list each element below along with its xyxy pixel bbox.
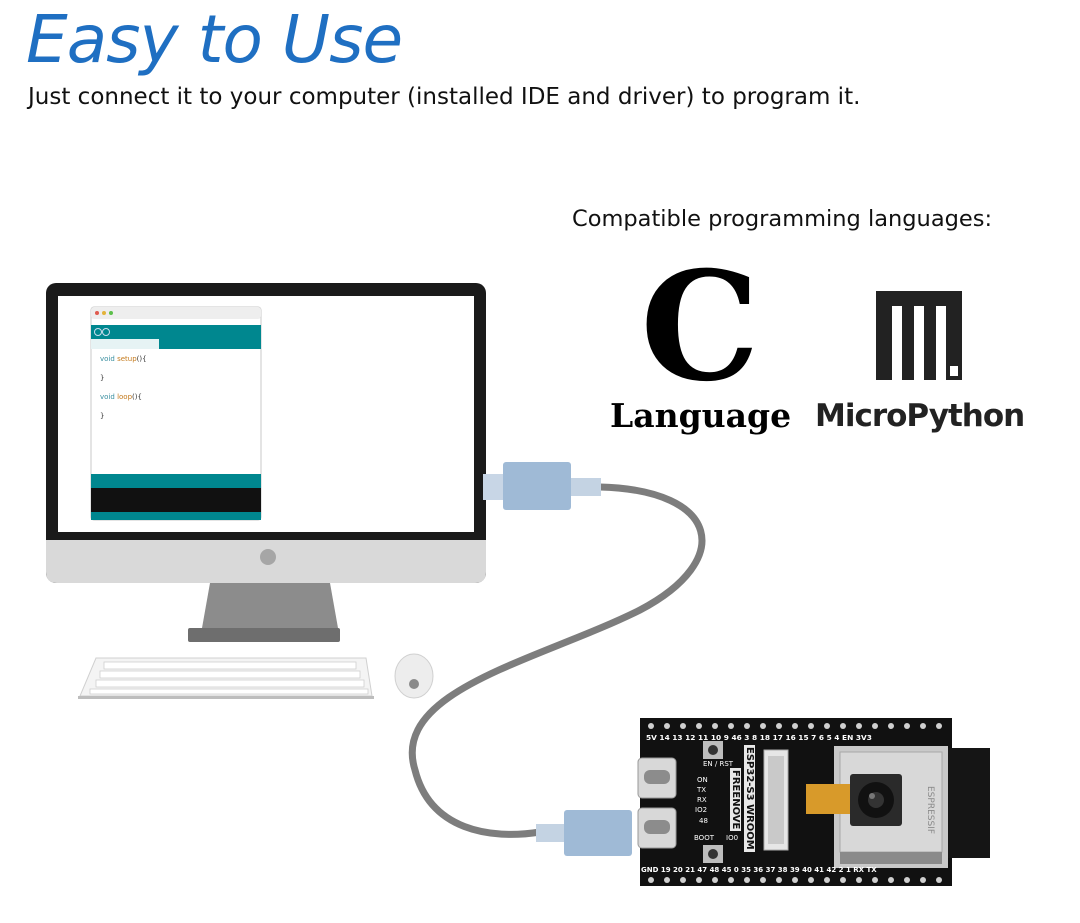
page-title: Easy to Use bbox=[26, 1, 403, 78]
led-rx-label: RX bbox=[697, 796, 707, 804]
board-model-label: ESP32-S3 WROOM bbox=[744, 745, 755, 852]
board-top-pin-labels: 5V 14 13 12 11 10 9 46 3 8 18 17 16 15 7… bbox=[646, 733, 872, 742]
code-line: void setup(){ bbox=[100, 355, 147, 363]
usb-a-connector bbox=[483, 462, 601, 510]
usb-c-connector bbox=[536, 810, 632, 856]
esp32-s3-board bbox=[637, 718, 990, 886]
c-language-logo: C bbox=[640, 239, 760, 415]
module-brand-label: ESPRESSIF bbox=[925, 786, 935, 835]
page-subtitle: Just connect it to your computer (instal… bbox=[28, 84, 861, 110]
languages-heading: Compatible programming languages: bbox=[572, 206, 993, 232]
code-line: } bbox=[100, 374, 105, 382]
board-bottom-pin-labels: GND 19 20 21 47 48 45 0 35 36 37 38 39 4… bbox=[641, 866, 877, 874]
board-brand-label: FREENOVE bbox=[730, 768, 741, 832]
led-on-label: ON bbox=[697, 776, 708, 784]
micropython-logo bbox=[876, 291, 962, 380]
usb-cable bbox=[408, 483, 706, 838]
code-line: void loop(){ bbox=[100, 393, 142, 401]
io0-label: IO0 bbox=[726, 834, 739, 842]
led-io2-label: IO2 bbox=[695, 806, 708, 814]
arduino-ide-window bbox=[90, 306, 262, 521]
mouse bbox=[394, 653, 434, 699]
code-line: } bbox=[100, 412, 105, 420]
micropython-label: MicroPython bbox=[815, 398, 1025, 434]
en-rst-label: EN / RST bbox=[703, 760, 734, 768]
boot-label: BOOT bbox=[694, 834, 714, 842]
c-language-label: Language bbox=[610, 396, 792, 435]
keyboard bbox=[78, 657, 374, 699]
led-tx-label: TX bbox=[697, 786, 707, 794]
led-48-label: 48 bbox=[699, 817, 708, 825]
